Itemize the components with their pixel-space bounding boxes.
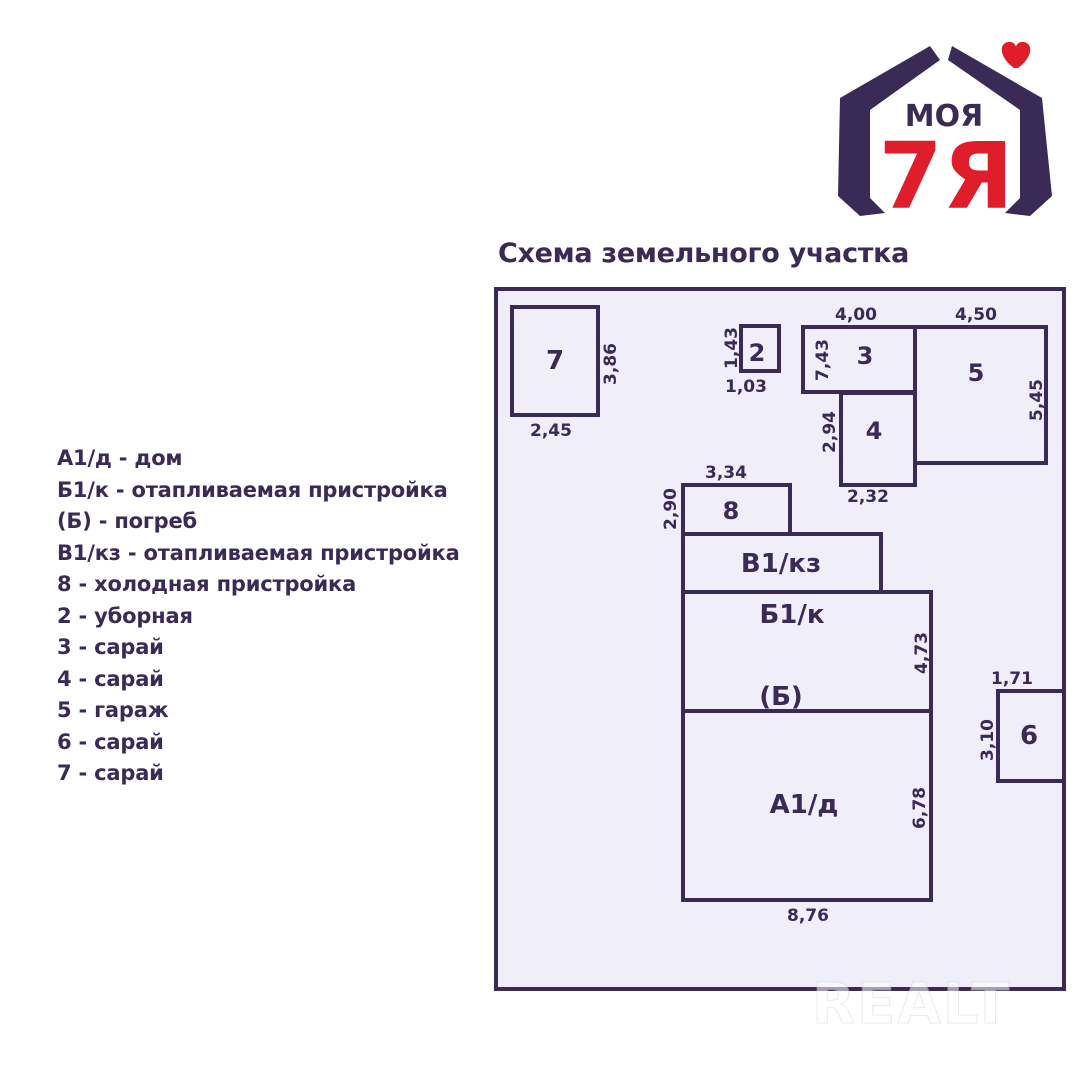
roof-left-shape [838, 46, 940, 216]
building-3-label: 3 [857, 342, 874, 370]
building-a1d-label: А1/д [770, 790, 839, 820]
building-4-height-dim: 2,94 [820, 411, 840, 453]
legend-item: В1/кз - отапливаемая пристройка [57, 540, 460, 565]
building-b1k-height-dim: 4,73 [912, 632, 932, 674]
building-6-width-dim: 1,71 [991, 669, 1033, 689]
building-v1kz-label: В1/кз [741, 549, 821, 579]
legend-item: А1/д - дом [57, 446, 183, 470]
legend-item: Б1/к - отапливаемая пристройка [57, 477, 448, 502]
building-8-height-dim: 2,90 [661, 488, 681, 530]
building-6-label: 6 [1020, 721, 1038, 751]
building-b1k-label: Б1/к [759, 600, 824, 630]
building-5-label: 5 [968, 359, 985, 387]
cellar-label: (Б) [759, 682, 803, 712]
building-6-height-dim: 3,10 [978, 719, 998, 761]
building-6 [996, 689, 1062, 783]
legend-item: (Б) - погреб [57, 509, 197, 533]
moya-7ya-logo: МОЯ 7Я [838, 41, 1052, 228]
building-3-height-dim: 7,43 [813, 339, 833, 381]
building-4 [839, 391, 917, 487]
logo-top-text: МОЯ [905, 99, 983, 134]
building-a1d-width-dim: 8,76 [787, 906, 829, 926]
plot-boundary [494, 287, 1066, 991]
building-3-width-dim: 4,00 [835, 305, 877, 325]
logo-big-text: 7Я [879, 123, 1014, 228]
building-7 [510, 305, 600, 417]
building-4-width-dim: 2,32 [847, 487, 889, 507]
legend-item: 6 - сарай [57, 729, 164, 754]
realt-watermark: REALT [811, 972, 1012, 1038]
building-7-width-dim: 2,45 [530, 421, 572, 441]
building-2 [739, 324, 781, 373]
building-7-height-dim: 3,86 [601, 343, 621, 385]
legend-item: 5 - гараж [57, 698, 169, 722]
legend-item: 3 - сарай [57, 635, 164, 659]
legend-item: 2 - уборная [57, 603, 193, 628]
building-a1d-height-dim: 6,78 [910, 787, 930, 829]
building-4-label: 4 [866, 417, 883, 445]
page-title: Схема земельного участка [498, 238, 910, 269]
building-5-height-dim: 5,45 [1027, 379, 1047, 421]
legend-item: 4 - сарай [57, 666, 164, 691]
building-7-label: 7 [546, 346, 564, 376]
building-8-label: 8 [723, 497, 740, 525]
building-2-width-dim: 1,03 [725, 377, 767, 397]
building-8-width-dim: 3,34 [705, 463, 747, 483]
heart-icon [1001, 41, 1031, 68]
roof-right-shape [948, 46, 1052, 216]
building-2-height-dim: 1,43 [722, 327, 742, 369]
legend-item: 8 - холодная пристройка [57, 572, 357, 596]
building-a1d [681, 709, 933, 902]
legend-item: 7 - сарай [57, 761, 164, 785]
building-5-width-dim: 4,50 [955, 305, 997, 325]
legend-list: А1/д - дом Б1/к - отапливаемая пристройк… [57, 444, 460, 791]
building-2-label: 2 [749, 339, 766, 367]
